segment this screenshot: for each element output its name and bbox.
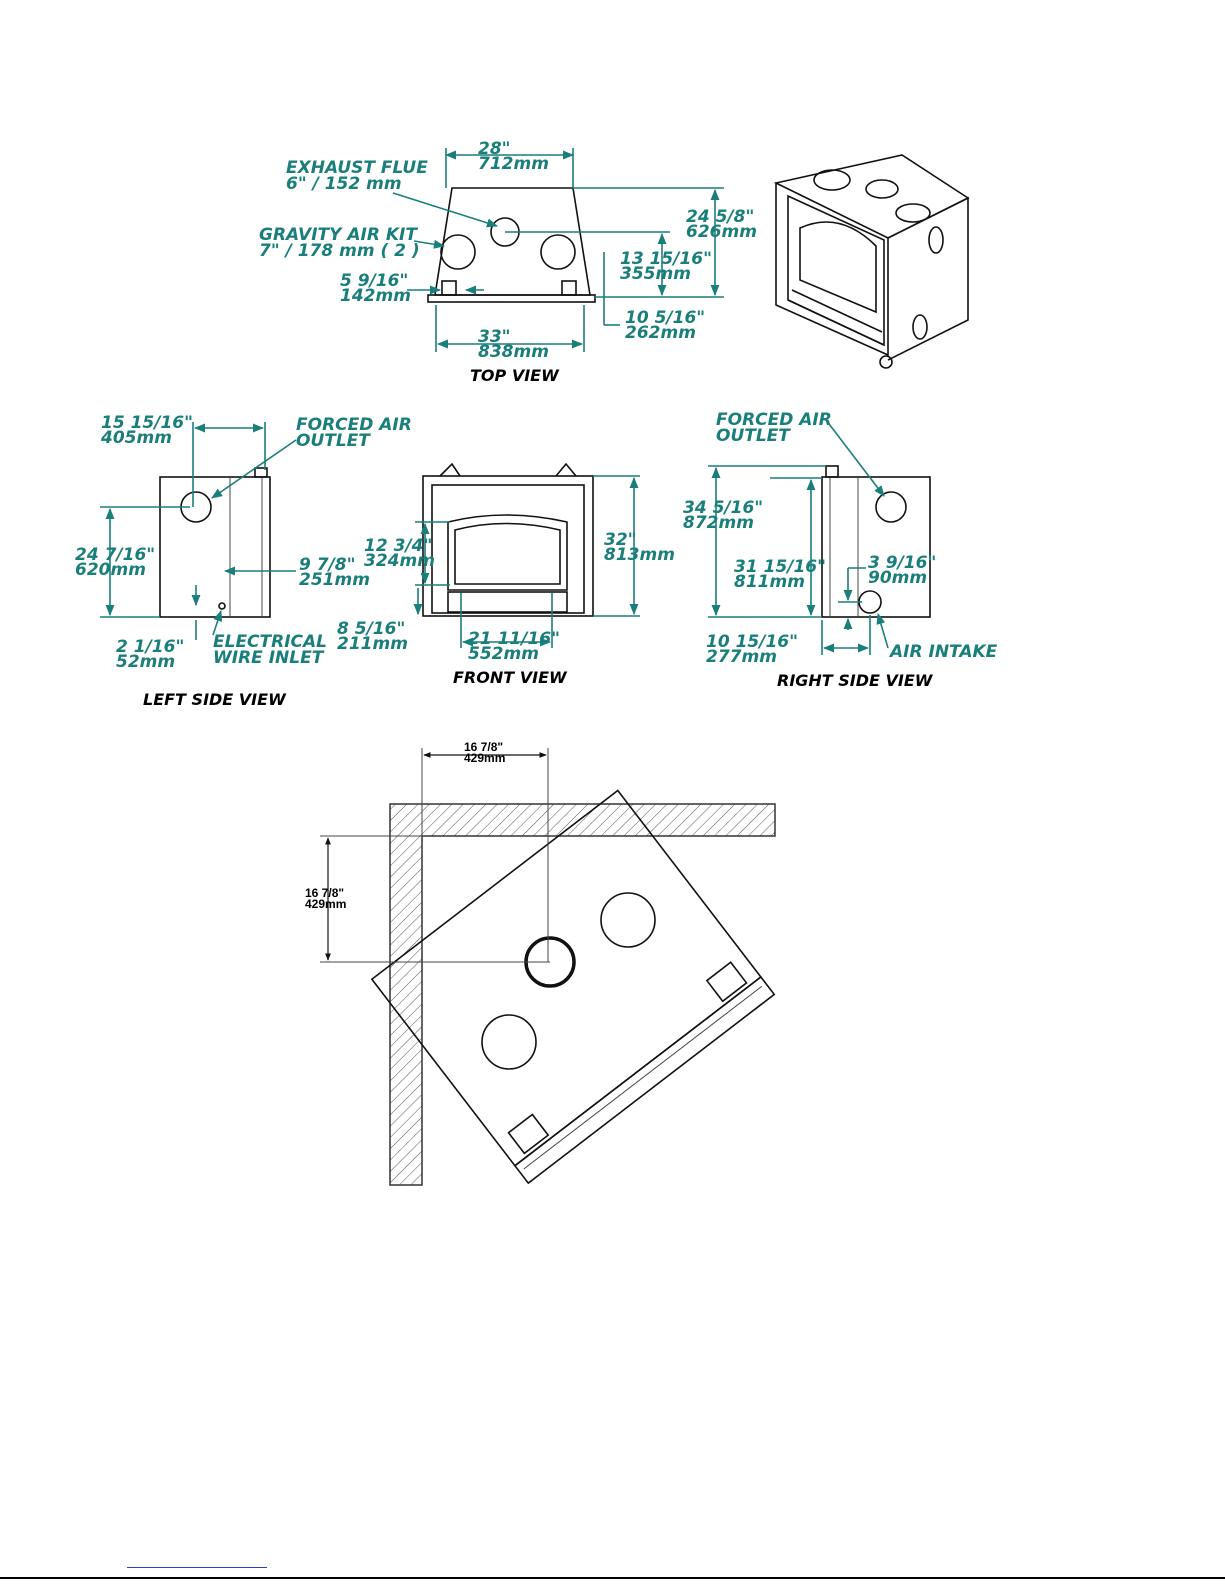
opening-width-label: 21 11/16"552mm xyxy=(468,629,560,664)
corner-horizontal-label: 16 7/8"429mm xyxy=(464,740,505,765)
body-height-label: 31 15/16"811mm xyxy=(734,557,826,592)
right-side-view-title: RIGHT SIDE VIEW xyxy=(777,671,934,690)
corner-vertical-label: 16 7/8"429mm xyxy=(305,886,346,911)
outlet-offset-label: 15 15/16"405mm xyxy=(100,413,193,448)
front-view: 12 3/4"324mm 32"813mm 8 5/16"211mm 21 11… xyxy=(337,462,675,687)
top-bottom-width-label: 33"838mm xyxy=(478,327,549,362)
footer-link-underline xyxy=(127,1567,267,1568)
top-depth-label: 24 5/8"626mm xyxy=(686,207,757,242)
depth-offset-label: 9 7/8"251mm xyxy=(299,555,370,590)
opening-height-label: 12 3/4"324mm xyxy=(364,536,435,571)
footer-rule xyxy=(0,1577,1225,1579)
intake-offset-label: 10 15/16"277mm xyxy=(706,632,798,667)
corner-installation-view: 16 7/8"429mm 16 7/8"429mm xyxy=(305,740,776,1186)
front-view-title: FRONT VIEW xyxy=(453,668,568,687)
front-offset-label: 10 5/16"262mm xyxy=(625,308,705,343)
wire-height-label: 2 1/16"52mm xyxy=(116,637,184,672)
side-offset-label: 5 9/16"142mm xyxy=(340,271,411,306)
outlet-height-label: 24 7/16"620mm xyxy=(75,545,155,580)
air-intake-label: AIR INTAKE xyxy=(888,642,998,662)
flue-offset-label: 13 15/16"355mm xyxy=(620,249,712,284)
left-side-view-title: LEFT SIDE VIEW xyxy=(143,690,287,709)
isometric-view xyxy=(773,154,970,369)
right-total-height-label: 34 5/16"872mm xyxy=(683,498,763,533)
front-total-height-label: 32"813mm xyxy=(604,530,675,565)
top-view-title: TOP VIEW xyxy=(470,366,560,385)
top-width-label: 28"712mm xyxy=(478,139,549,174)
base-height-label: 8 5/16"211mm xyxy=(337,619,408,654)
intake-height-label: 3 9/16"90mm xyxy=(868,553,936,588)
